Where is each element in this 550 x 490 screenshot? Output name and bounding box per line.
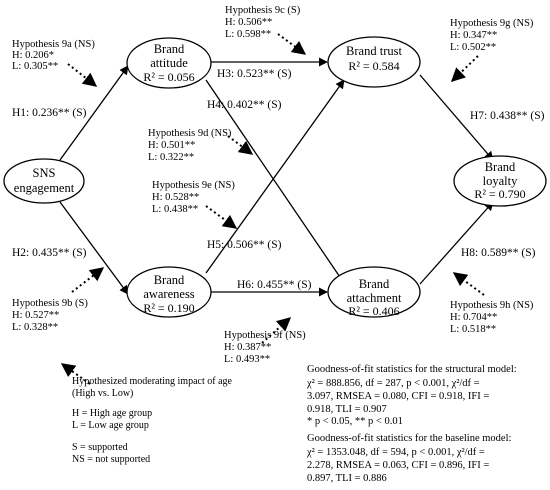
hyp-9f-title: Hypothesis 9f (NS) <box>224 330 306 341</box>
legend-moderating-line2: (High vs. Low) <box>72 388 133 399</box>
path-label-h4: H4: 0.402** (S) <box>207 99 282 111</box>
hyp-9g-title: Hypothesis 9g (NS) <box>450 18 534 29</box>
gof-structural: Goodness-of-fit statistics for the struc… <box>306 364 517 427</box>
legend-moderating-line1: Hypothesized moderating impact of age <box>72 376 233 387</box>
legend-dotted-arrow <box>60 363 91 385</box>
structural-paths <box>59 57 494 297</box>
gof-baseline-line3: 0.897, TLI = 0.886 <box>307 473 387 484</box>
moderator-9h-arrow <box>452 272 485 296</box>
path-labels: H1: 0.236** (S) H2: 0.435** (S) H3: 0.52… <box>12 68 545 291</box>
hypothesis-9a: Hypothesis 9a (NS) H: 0.206* L: 0.305** <box>12 39 95 72</box>
moderator-9c-arrow <box>277 33 307 55</box>
path-label-h1: H1: 0.236** (S) <box>12 107 87 119</box>
node-brand-loyalty: Brand loyalty R² = 0.790 <box>453 155 547 207</box>
node-awareness-line1: Brand <box>154 273 185 287</box>
gof-baseline-line1: χ² = 1353.048, df = 594, p < 0.001, χ²/d… <box>306 447 485 458</box>
hyp-9d-low: L: 0.322** <box>148 152 194 163</box>
node-loyalty-r2: R² = 0.790 <box>474 187 525 201</box>
hyp-9b-high: H: 0.527** <box>12 310 59 321</box>
node-awareness-line2: awareness <box>143 287 194 301</box>
legend-high-group: H = High age group <box>72 408 152 419</box>
path-h2-arrow <box>59 201 129 295</box>
path-label-h2: H2: 0.435** (S) <box>12 247 87 259</box>
moderator-9f-arrow <box>261 317 292 344</box>
gof-baseline-line2: 2.278, RMSEA = 0.063, CFI = 0.896, IFI = <box>307 460 489 471</box>
hyp-9h-high: H: 0.704** <box>450 312 497 323</box>
legend-supported: S = supported <box>72 442 128 453</box>
path-label-h7: H7: 0.438** (S) <box>470 110 545 122</box>
node-loyalty-line2: loyalty <box>483 174 518 188</box>
moderator-9e-arrow <box>205 205 238 229</box>
path-label-h8: H8: 0.589** (S) <box>461 247 536 259</box>
hyp-9d-title: Hypothesis 9d (NS) <box>148 128 232 139</box>
legend-not-supported: NS = not supported <box>72 454 150 465</box>
node-brand-attachment: Brand attachment R² = 0.406 <box>327 266 421 318</box>
hyp-9f-low: L: 0.493** <box>224 354 270 365</box>
hypothesis-9h: Hypothesis 9h (NS) H: 0.704** L: 0.518** <box>450 300 534 335</box>
moderator-9a-arrow <box>67 63 98 87</box>
hyp-9a-low: L: 0.305** <box>12 61 58 72</box>
hyp-9e-title: Hypothesis 9e (NS) <box>152 180 235 191</box>
hypothesis-9e: Hypothesis 9e (NS) H: 0.528** L: 0.438** <box>152 180 235 215</box>
node-brand-trust: Brand trust R² = 0.584 <box>327 36 421 88</box>
node-awareness-r2: R² = 0.190 <box>143 301 194 315</box>
hypothesis-9d: Hypothesis 9d (NS) H: 0.501** L: 0.322** <box>148 128 232 163</box>
node-loyalty-line1: Brand <box>485 160 516 174</box>
path-h4-arrow <box>205 79 345 284</box>
path-h7-arrow <box>419 74 494 161</box>
hyp-9g-low: L: 0.502** <box>450 42 496 53</box>
node-trust-line1: Brand trust <box>346 44 402 58</box>
hypothesis-9f: Hypothesis 9f (NS) H: 0.387** L: 0.493** <box>224 330 306 365</box>
gof-structural-line2: 3.097, RMSEA = 0.080, CFI = 0.918, IFI = <box>307 391 489 402</box>
moderator-9d-arrow <box>227 135 254 155</box>
hyp-9h-low: L: 0.518** <box>450 324 496 335</box>
node-attitude-line1: Brand <box>154 42 185 56</box>
hyp-9h-title: Hypothesis 9h (NS) <box>450 300 534 311</box>
node-attachment-line2: attachment <box>347 291 402 305</box>
node-attachment-r2: R² = 0.406 <box>348 304 399 318</box>
node-sns-engagement: SNS engagement <box>3 158 85 204</box>
path-label-h6: H6: 0.455** (S) <box>237 279 312 291</box>
gof-structural-title: Goodness-of-fit statistics for the struc… <box>307 364 517 375</box>
hypothesis-9c: Hypothesis 9c (S) H: 0.506** L: 0.598** <box>225 5 301 40</box>
legend-low-group: L = Low age group <box>72 420 149 431</box>
path-label-h3: H3: 0.523** (S) <box>217 68 292 80</box>
node-brand-attitude: Brand attitude R² = 0.056 <box>126 37 212 89</box>
hyp-9g-high: H: 0.347** <box>450 30 497 41</box>
hyp-9a-title: Hypothesis 9a (NS) <box>12 39 95 50</box>
node-attitude-line2: attitude <box>150 56 188 70</box>
hypothesis-9g: Hypothesis 9g (NS) H: 0.347** L: 0.502** <box>450 18 534 53</box>
hyp-9c-low: L: 0.598** <box>225 29 271 40</box>
path-h8-arrow <box>419 201 494 285</box>
gof-baseline-title: Goodness-of-fit statistics for the basel… <box>307 433 511 444</box>
gof-baseline: Goodness-of-fit statistics for the basel… <box>306 433 511 484</box>
gof-structural-line4: * p < 0.05, ** p < 0.01 <box>307 416 403 427</box>
node-attachment-line1: Brand <box>359 277 390 291</box>
node-brand-awareness: Brand awareness R² = 0.190 <box>126 266 212 318</box>
node-trust-r2: R² = 0.584 <box>348 59 399 73</box>
hyp-9c-title: Hypothesis 9c (S) <box>225 5 301 16</box>
gof-structural-line3: 0.918, TLI = 0.907 <box>307 404 387 415</box>
hyp-9c-high: H: 0.506** <box>225 17 272 28</box>
hyp-9b-title: Hypothesis 9b (S) <box>12 298 88 309</box>
path-h5-arrow <box>205 79 345 274</box>
hyp-9b-low: L: 0.328** <box>12 322 58 333</box>
moderator-9b-arrow <box>71 267 105 293</box>
moderator-9g-arrow <box>450 55 479 82</box>
path-h1-arrow <box>59 65 129 161</box>
hypothesis-9b: Hypothesis 9b (S) H: 0.527** L: 0.328** <box>12 298 88 333</box>
node-sns-line1: SNS <box>33 166 56 180</box>
path-label-h5: H5: 0.506** (S) <box>207 239 282 251</box>
legend: Hypothesized moderating impact of age (H… <box>72 376 233 465</box>
hyp-9d-high: H: 0.501** <box>148 140 195 151</box>
hyp-9a-high: H: 0.206* <box>12 50 54 61</box>
hyp-9f-high: H: 0.387** <box>224 342 271 353</box>
moderating-arrows <box>60 33 485 385</box>
gof-structural-line1: χ² = 888.856, df = 287, p < 0.001, χ²/df… <box>306 378 480 389</box>
node-sns-line2: engagement <box>14 181 75 195</box>
hyp-9e-low: L: 0.438** <box>152 204 198 215</box>
hyp-9e-high: H: 0.528** <box>152 192 199 203</box>
node-attitude-r2: R² = 0.056 <box>143 70 194 84</box>
